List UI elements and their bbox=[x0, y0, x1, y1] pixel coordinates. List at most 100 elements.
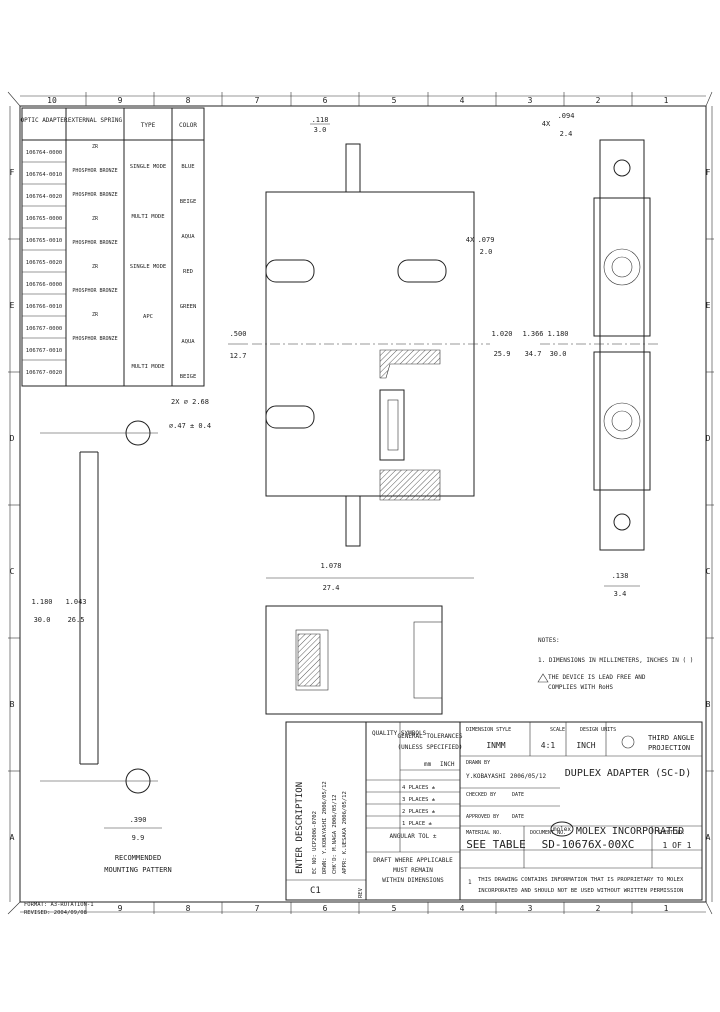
projection-1: THIRD ANGLE bbox=[648, 734, 694, 742]
table-spring-text: ZR bbox=[92, 312, 99, 318]
dim-tab-label: 4X bbox=[542, 120, 551, 128]
dim-tab-in: .094 bbox=[558, 112, 575, 120]
pan-caption-1: RECOMMENDED bbox=[115, 854, 161, 862]
dim-mid-in: .079 bbox=[478, 236, 495, 244]
zone-col-8-bottom: 8 bbox=[186, 904, 191, 913]
zone-col-5-bottom: 5 bbox=[392, 904, 397, 913]
header-external-spring: EXTERNAL SPRING bbox=[68, 117, 123, 124]
note-2b: COMPLIES WITH RoHS bbox=[548, 684, 613, 691]
table-row-part-number: 106765-0000 bbox=[26, 216, 62, 222]
zone-row-A: A bbox=[10, 833, 15, 842]
drafting-3: WITHIN DIMENSIONS bbox=[382, 877, 444, 884]
tol-1-place: 1 PLACE ± bbox=[402, 821, 432, 827]
adapter-top-view: .118 3.0 .500 12.7 1.078 27.4 4X .079 2.… bbox=[228, 116, 494, 592]
table-color-text: GREEN bbox=[180, 304, 197, 310]
dim-h2-in: 1.366 bbox=[522, 330, 543, 338]
sheet-border bbox=[7, 91, 713, 915]
table-spring-text: ZR bbox=[92, 144, 99, 150]
zone-row-E-right: E bbox=[706, 301, 711, 310]
table-spring-text: ZR bbox=[92, 264, 99, 270]
zone-col-3-bottom: 3 bbox=[528, 904, 533, 913]
zone-col-2: 2 bbox=[596, 96, 601, 105]
revision-line-3: CHK'D: M.NAGA 2006/05/12 bbox=[332, 795, 338, 874]
zone-row-A-right: A bbox=[706, 833, 711, 842]
table-type-text: SINGLE MODE bbox=[130, 264, 166, 270]
scale-label: SCALE bbox=[550, 727, 565, 733]
table-row-part-number: 106767-0010 bbox=[26, 348, 62, 354]
column-zone-labels: 10 9 8 7 6 5 4 3 2 1 9 8 7 6 5 4 3 2 1 bbox=[47, 92, 669, 914]
table-spring-text: ZR bbox=[92, 216, 99, 222]
tol-angular: ANGULAR TOL ± bbox=[390, 833, 437, 840]
table-spring-text: PHOSPHOR BRONZE bbox=[72, 168, 117, 174]
zone-row-F-right: F bbox=[706, 168, 711, 177]
revision-line-1: EC NO: UCP2006-0702 bbox=[312, 811, 318, 874]
zone-col-4: 4 bbox=[460, 96, 465, 105]
proprietary-1: THIS DRAWING CONTAINS INFORMATION THAT I… bbox=[478, 877, 684, 883]
revision-line-4: APPR: K.UESAKA 2006/05/12 bbox=[342, 791, 348, 874]
checked-date-label: DATE bbox=[512, 792, 524, 798]
dim-h3-mm: 30.0 bbox=[550, 350, 567, 358]
dim-top-in: .118 bbox=[312, 116, 329, 124]
checked-label: CHECKED BY bbox=[466, 792, 496, 798]
tol-3-places: 3 PLACES ± bbox=[402, 797, 436, 803]
scale-value: 4:1 bbox=[541, 741, 556, 750]
material-label: MATERIAL NO. bbox=[466, 830, 502, 836]
dim-h3-in: 1.180 bbox=[547, 330, 568, 338]
tol-title-1: GENERAL TOLERANCES bbox=[397, 733, 462, 740]
approved-label: APPROVED BY bbox=[466, 814, 499, 820]
tol-4-places: 4 PLACES ± bbox=[402, 785, 436, 791]
pan-h1-in: 1.180 bbox=[31, 598, 52, 606]
zone-col-1: 1 bbox=[664, 96, 669, 105]
adapter-bottom-view bbox=[265, 605, 443, 715]
notes-block: NOTES: 1. DIMENSIONS IN MILLIMETERS, INC… bbox=[537, 637, 693, 691]
table-color-text: AQUA bbox=[181, 234, 195, 240]
zone-col-5: 5 bbox=[392, 96, 397, 105]
doc-label: DOCUMENT NO. bbox=[530, 830, 566, 836]
drawn-date: 2006/05/12 bbox=[510, 773, 547, 780]
notes-title: NOTES: bbox=[538, 637, 560, 644]
table-row-part-number: 106766-0000 bbox=[26, 282, 62, 288]
header-type: TYPE bbox=[141, 122, 156, 129]
dim-left-mm: 12.7 bbox=[230, 352, 247, 360]
footer: FORMAT: A3-ROTATION-1 REVISED: 2004/09/0… bbox=[24, 902, 94, 916]
revision-header: ENTER DESCRIPTION bbox=[295, 782, 305, 874]
zone-col-7-bottom: 7 bbox=[255, 904, 260, 913]
dim-top-mm: 3.0 bbox=[314, 126, 327, 134]
dim-h2-mm: 34.7 bbox=[525, 350, 542, 358]
table-row-part-number: 106764-0010 bbox=[26, 172, 62, 178]
table-color-text: RED bbox=[183, 269, 193, 275]
zone-col-3: 3 bbox=[528, 96, 533, 105]
zone-col-1-bottom: 1 bbox=[664, 904, 669, 913]
table-spring-text: PHOSPHOR BRONZE bbox=[72, 192, 117, 198]
mounting-pattern: 2X ⌀ 2.68 ⌀.47 ± 0.4 1.180 30.0 1.043 26… bbox=[31, 398, 211, 874]
drafting-2: MUST REMAIN bbox=[393, 867, 433, 874]
zone-col-6: 6 bbox=[323, 96, 328, 105]
table-row-part-number: 106764-0020 bbox=[26, 194, 62, 200]
hole-callout: 2X ⌀ 2.68 bbox=[171, 398, 209, 406]
zone-row-B: B bbox=[10, 700, 15, 709]
revision-block: ENTER DESCRIPTION EC NO: UCP2006-0702 DR… bbox=[285, 721, 367, 901]
sheet-number-small: 1 bbox=[468, 879, 472, 886]
quality-symbols: QUALITY SYMBOLS bbox=[372, 730, 427, 737]
tol-inch: INCH bbox=[440, 761, 455, 768]
table-spring-text: PHOSPHOR BRONZE bbox=[72, 288, 117, 294]
zone-row-C: C bbox=[10, 567, 15, 576]
part-number-table: OPTIC ADAPTER EXTERNAL SPRING TYPE COLOR… bbox=[21, 107, 205, 387]
table-type-text: APC bbox=[143, 314, 153, 320]
zone-col-7: 7 bbox=[255, 96, 260, 105]
drawing-title: DUPLEX ADAPTER (SC-D) bbox=[565, 768, 691, 779]
row-zone-labels: F E D C B A F E D C B A bbox=[8, 168, 714, 842]
molex-logo-icon bbox=[550, 821, 574, 837]
pan-w-mm: 9.9 bbox=[132, 834, 145, 842]
pan-h2-in: 1.043 bbox=[65, 598, 86, 606]
logo-text: molex bbox=[553, 826, 571, 833]
tol-mm: mm bbox=[424, 761, 432, 768]
zone-row-B-right: B bbox=[706, 700, 711, 709]
pan-w-in: .390 bbox=[130, 816, 147, 824]
dim-h1-mm: 25.9 bbox=[494, 350, 511, 358]
table-row-part-number: 106765-0020 bbox=[26, 260, 62, 266]
dim-h1-in: 1.020 bbox=[491, 330, 512, 338]
zone-col-2-bottom: 2 bbox=[596, 904, 601, 913]
zone-col-8: 8 bbox=[186, 96, 191, 105]
revision-value: C1 bbox=[310, 886, 321, 896]
